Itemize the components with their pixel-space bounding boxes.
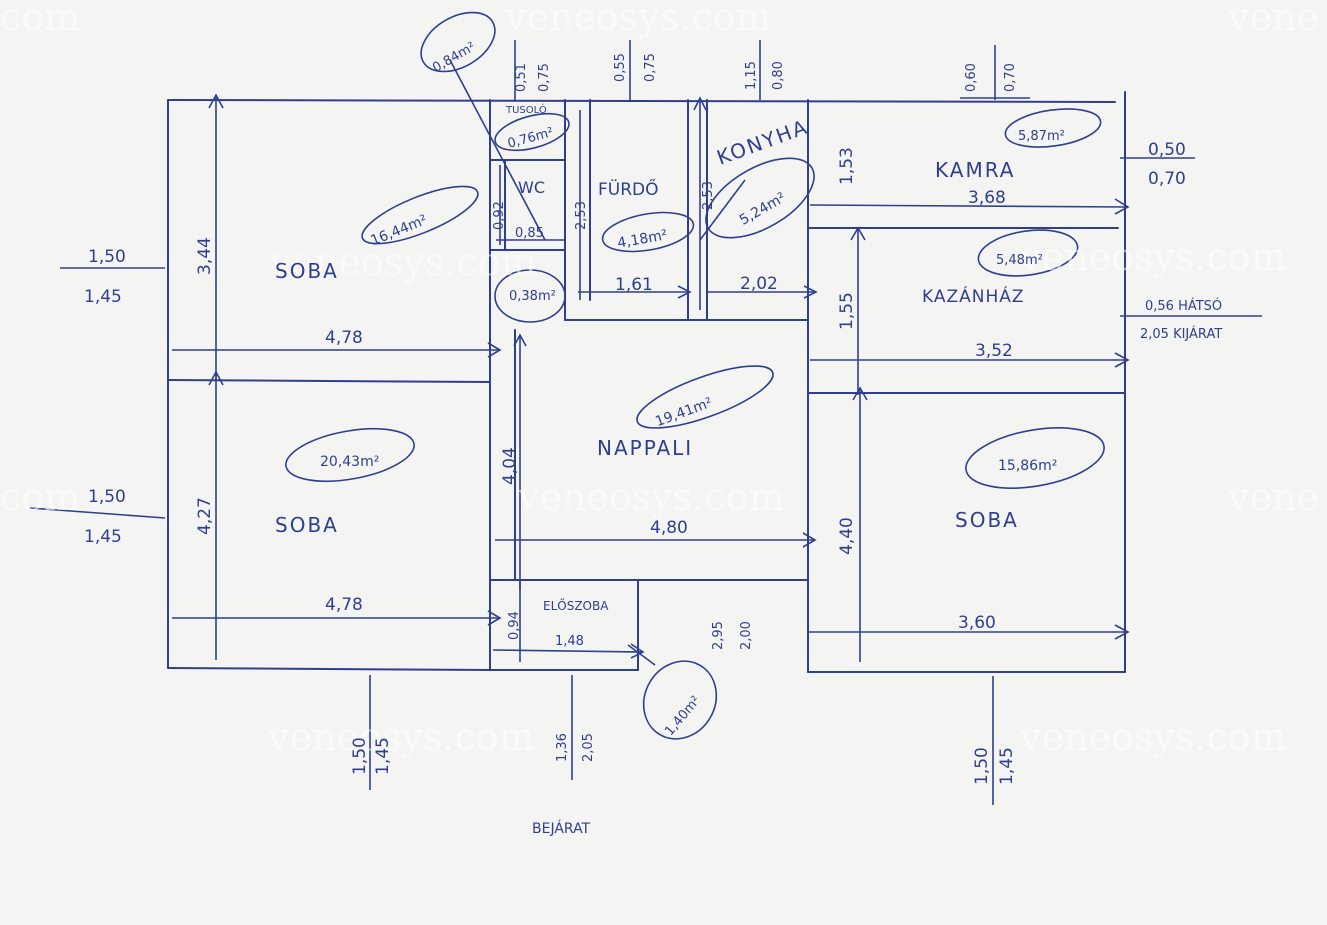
window-bottom-left-width: 1,50 xyxy=(350,737,370,775)
door-back-exit-height: 2,05 KIJÁRAT xyxy=(1140,326,1222,342)
watermark: veneosys.com xyxy=(1019,715,1287,759)
dim-height-hall: 0,94 xyxy=(507,611,522,640)
dim-width-bottom-left: 4,78 xyxy=(325,595,363,615)
room-labels: SOBA SOBA SOBA NAPPALI KONYHA FÜRDŐ WC T… xyxy=(275,103,1025,613)
area-kitchen: 5,24m² xyxy=(737,190,789,229)
dim-width-hall: 1,48 xyxy=(555,634,584,649)
area-boiler: 5,48m² xyxy=(996,253,1043,268)
dim-width-bathroom: 1,61 xyxy=(615,275,653,295)
area-pantry: 5,87m² xyxy=(1018,129,1065,144)
window-left-bottom-width: 1,50 xyxy=(88,487,126,507)
dimension-lines xyxy=(29,40,1262,805)
window-pantry-width: 0,60 xyxy=(964,63,979,92)
window-bath-width: 0,55 xyxy=(613,53,628,82)
room-label-bottom-left: SOBA xyxy=(275,513,339,537)
dim-width-right: 3,60 xyxy=(958,613,996,633)
dim-width-pantry: 3,68 xyxy=(968,188,1006,208)
room-label-top-left: SOBA xyxy=(275,259,339,283)
area-wc: 0,38m² xyxy=(509,289,556,304)
window-left-bottom-height: 1,45 xyxy=(84,527,122,547)
dim-height-wc: 0,92 xyxy=(492,201,507,230)
door-back-exit-width: 0,56 HÁTSÓ xyxy=(1145,298,1222,314)
window-kitchen-width: 1,15 xyxy=(744,61,759,90)
room-label-boiler: KAZÁNHÁZ xyxy=(922,285,1025,307)
room-label-living: NAPPALI xyxy=(597,436,693,460)
window-shower-height: 0,75 xyxy=(537,63,552,92)
door-entrance-width: 1,36 xyxy=(555,733,570,762)
watermarks: com veneosys.com vene veneosys.com veneo… xyxy=(0,0,1319,759)
window-left-top-width: 1,50 xyxy=(88,247,126,267)
watermark-fragment: com xyxy=(0,0,80,39)
dim-height-top-left: 3,44 xyxy=(195,237,215,275)
dim-height-bathroom: 2,53 xyxy=(574,201,589,230)
window-pantry-height: 0,70 xyxy=(1003,63,1018,92)
watermark: veneosys.com xyxy=(267,715,535,759)
dim-width-top-left: 4,78 xyxy=(325,328,363,348)
dim-width-boiler: 3,52 xyxy=(975,341,1013,361)
area-shower: 0,76m² xyxy=(506,125,555,152)
window-bottom-right-height: 1,45 xyxy=(997,747,1017,785)
watermark: veneosys.com xyxy=(1019,235,1287,279)
opening-notes: 1,50 1,45 1,50 1,45 1,50 1,45 1,36 2,05 … xyxy=(84,53,1222,837)
door-hall-width: 2,95 xyxy=(711,621,726,650)
dim-height-kitchen: 2,53 xyxy=(701,181,716,210)
area-bottom-left: 20,43m² xyxy=(320,454,379,470)
watermark: veneosys.com xyxy=(517,475,785,519)
dimension-values: 4,78 4,78 4,80 3,68 3,52 3,60 1,61 2,02 … xyxy=(195,147,1013,649)
area-markers xyxy=(285,11,1105,740)
window-right-top-width: 0,50 xyxy=(1148,140,1186,160)
watermark-fragment: vene xyxy=(1227,475,1319,519)
window-kitchen-height: 0,80 xyxy=(771,61,786,90)
dim-height-boiler: 1,55 xyxy=(837,292,857,330)
room-label-right: SOBA xyxy=(955,508,1019,532)
window-right-top-height: 0,70 xyxy=(1148,169,1186,189)
entrance-label: BEJÁRAT xyxy=(532,820,591,837)
dim-width-kitchen: 2,02 xyxy=(740,274,778,294)
watermark: veneosys.com xyxy=(504,0,772,39)
room-label-hall: ELŐSZOBA xyxy=(543,598,609,613)
dim-height-right: 4,40 xyxy=(837,517,857,555)
dim-width-living: 4,80 xyxy=(650,518,688,538)
window-left-top-height: 1,45 xyxy=(84,287,122,307)
watermark-fragment: com xyxy=(0,475,80,519)
dim-height-bottom-left: 4,27 xyxy=(195,497,215,535)
dim-height-pantry: 1,53 xyxy=(837,147,857,185)
door-entrance-height: 2,05 xyxy=(581,733,596,762)
watermark-fragment: vene xyxy=(1227,0,1319,39)
door-hall-height: 2,00 xyxy=(739,621,754,650)
window-shower-width: 0,51 xyxy=(514,63,529,92)
room-label-shower: TUSOLÓ xyxy=(505,103,547,116)
watermark: veneosys.com xyxy=(269,240,537,284)
room-label-wc: WC xyxy=(518,178,545,197)
window-bath-height: 0,75 xyxy=(643,53,658,82)
area-right: 15,86m² xyxy=(998,458,1057,474)
dim-width-wc: 0,85 xyxy=(515,226,544,241)
room-label-pantry: KAMRA xyxy=(935,158,1015,182)
window-bottom-right-width: 1,50 xyxy=(972,747,992,785)
room-label-kitchen: KONYHA xyxy=(714,114,812,169)
window-bottom-left-height: 1,45 xyxy=(373,737,393,775)
area-values: 16,44m² 20,43m² 19,41m² 5,24m² 4,18m² 0,… xyxy=(320,39,1065,738)
room-label-bathroom: FÜRDŐ xyxy=(598,178,659,200)
dim-height-living: 4,04 xyxy=(500,447,520,485)
